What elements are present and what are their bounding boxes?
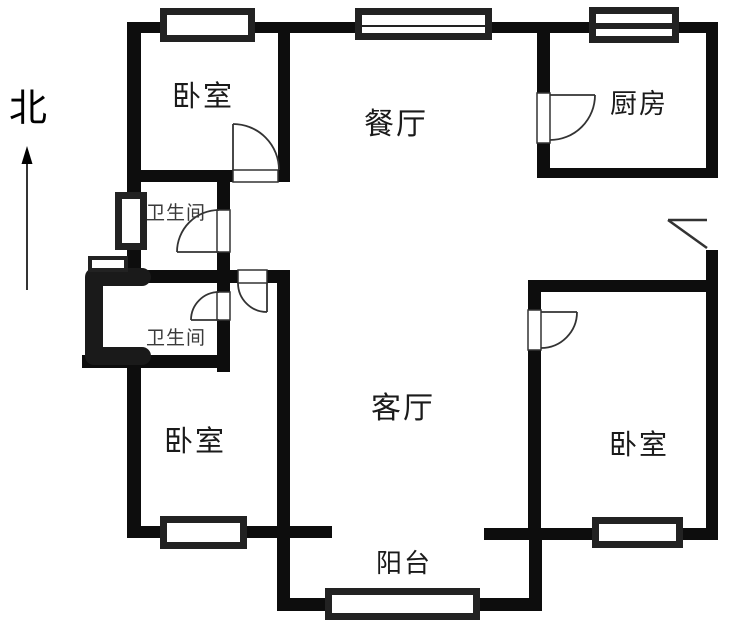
room-label-bedroom-tl: 卧室 xyxy=(172,80,234,113)
window-balcony-bottom xyxy=(325,588,480,620)
wall-kitchen-bottom xyxy=(537,168,718,178)
room-label-dining: 餐厅 xyxy=(364,108,428,141)
window-bath2-small xyxy=(88,256,128,272)
wall-mid-a xyxy=(140,270,238,283)
window-bedroom-br-bottom xyxy=(592,517,683,548)
north-arrow-head xyxy=(21,146,33,164)
wall-bath2-niche xyxy=(85,268,151,365)
room-label-bath2: 卫生间 xyxy=(146,327,206,349)
north-indicator: 北 xyxy=(9,88,47,290)
wall-bedroom-br-left-a xyxy=(528,280,541,310)
door-bedroom-bl xyxy=(237,282,268,313)
wall-balcony-right xyxy=(529,539,542,611)
wall-kitchen-left-a xyxy=(537,22,550,93)
wall-left-lower xyxy=(127,356,141,538)
wall-right-upper xyxy=(706,22,718,178)
room-label-kitchen: 厨房 xyxy=(610,89,668,119)
door-gap-bedroom-bl xyxy=(237,269,268,284)
door-kitchen xyxy=(549,94,596,141)
door-swings xyxy=(176,94,708,349)
entry-door xyxy=(667,218,708,250)
door-bath2 xyxy=(190,291,220,321)
room-label-bath1: 卫生间 xyxy=(146,202,206,224)
door-gaps xyxy=(216,92,551,351)
door-gap-kitchen xyxy=(536,92,551,144)
wall-mid-b xyxy=(267,270,290,283)
door-gap-bedroom-br xyxy=(527,309,542,351)
window-bedroom-bl-bottom xyxy=(160,516,247,549)
door-bedroom-br xyxy=(540,311,578,349)
room-label-bedroom-br: 卧室 xyxy=(609,429,669,460)
room-labels: 卧室 餐厅 厨房 卫生间 卫生间 卧室 客厅 卧室 阳台 xyxy=(146,80,669,578)
wall-bedroom-tl-right xyxy=(278,22,290,182)
door-gap-bedroom-tl xyxy=(232,169,279,183)
window-bedroom-tl-top xyxy=(160,8,255,42)
wall-bedroom-tl-bottom xyxy=(127,170,233,182)
wall-bath-right-a xyxy=(217,182,230,210)
north-label: 北 xyxy=(9,88,47,130)
wall-right-lower xyxy=(706,250,718,540)
room-label-living: 客厅 xyxy=(371,392,435,425)
window-dining-top xyxy=(355,8,492,40)
door-gap-bath1 xyxy=(216,209,231,253)
wall-balcony-left xyxy=(277,270,290,611)
door-gap-bath2 xyxy=(216,291,231,321)
room-label-bedroom-bl: 卧室 xyxy=(164,425,226,458)
windows xyxy=(88,7,683,620)
door-bath1 xyxy=(176,209,220,253)
room-label-balcony: 阳台 xyxy=(376,548,432,578)
window-bath1-left xyxy=(115,192,147,250)
wall-bedroom-br-left-b xyxy=(528,350,541,540)
door-bedroom-tl xyxy=(232,123,280,171)
window-kitchen-top xyxy=(589,7,679,43)
wall-bedroom-br-top xyxy=(528,280,718,292)
